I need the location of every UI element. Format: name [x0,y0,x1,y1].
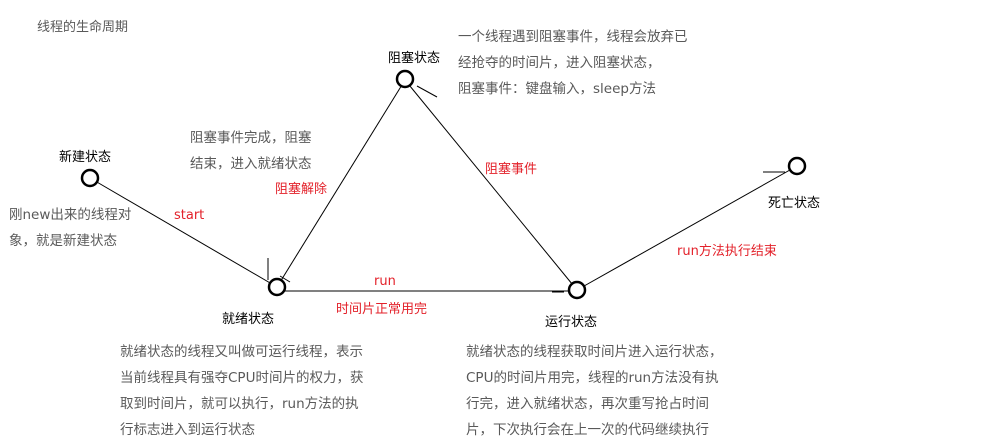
node-dead [787,156,807,176]
node-new [80,168,100,188]
tick-mark [279,275,291,283]
note-line: 经抢夺的时间片，进入阻塞状态， [458,55,661,71]
edge-blocked-to-running [404,79,578,291]
note-line: 阻塞事件完成，阻塞 [190,130,312,146]
node-running [567,280,587,300]
note-line: 就绪状态的线程又叫做可运行线程，表示 [120,344,363,360]
note-line: 结束，进入就绪状态 [190,156,312,172]
label-dead-state: 死亡状态 [768,196,821,211]
note-line: 就绪状态的线程获取时间片进入运行状态， [466,344,723,360]
note-blocked: 一个线程遇到阻塞事件，线程会放弃已 经抢夺的时间片，进入阻塞状态， 阻塞事件：键… [458,24,688,102]
note-line: 取到时间片，就可以执行，run方法的执 [120,396,359,412]
note-line: 象，就是新建状态 [9,233,117,249]
label-run: run [374,274,396,289]
node-blocked [395,69,415,89]
note-line: 阻塞事件：键盘输入，sleep方法 [458,81,656,97]
label-timeslice-done: 时间片正常用完 [336,302,428,317]
note-running: 就绪状态的线程获取时间片进入运行状态， CPU的时间片用完，线程的run方法没有… [466,339,723,443]
note-line: 一个线程遇到阻塞事件，线程会放弃已 [458,29,688,45]
note-ready: 就绪状态的线程又叫做可运行线程，表示 当前线程具有强夺CPU时间片的权力，获 取… [120,339,363,443]
edge-blocked-to-ready [276,79,406,288]
note-new: 刚new出来的线程对 象，就是新建状态 [9,202,131,254]
label-block-event: 阻塞事件 [485,162,538,177]
note-line: 行完，进入就绪状态，再次重写抢占时间 [466,396,709,412]
label-run-finished: run方法执行结束 [677,244,777,259]
diagram-title: 线程的生命周期 [37,20,129,35]
note-line: 片，下次执行会在上一次的代码继续执行 [466,422,709,438]
node-ready [267,277,287,297]
label-start: start [174,208,205,223]
note-line: 刚new出来的线程对 [9,207,132,223]
note-line: 当前线程具有强夺CPU时间片的权力，获 [120,370,364,386]
edge-running-to-dead [576,165,798,291]
label-new-state: 新建状态 [59,150,112,165]
note-line: 行标志进入到运行状态 [120,422,255,438]
tick-mark [416,85,438,98]
label-blocked-state: 阻塞状态 [388,51,441,66]
label-unblock: 阻塞解除 [275,182,328,197]
edge-new-to-ready [89,177,278,288]
label-ready-state: 就绪状态 [222,312,275,327]
note-unblock: 阻塞事件完成，阻塞 结束，进入就绪状态 [190,125,312,177]
label-running-state: 运行状态 [545,315,598,330]
note-line: CPU的时间片用完，线程的run方法没有执 [466,370,719,386]
